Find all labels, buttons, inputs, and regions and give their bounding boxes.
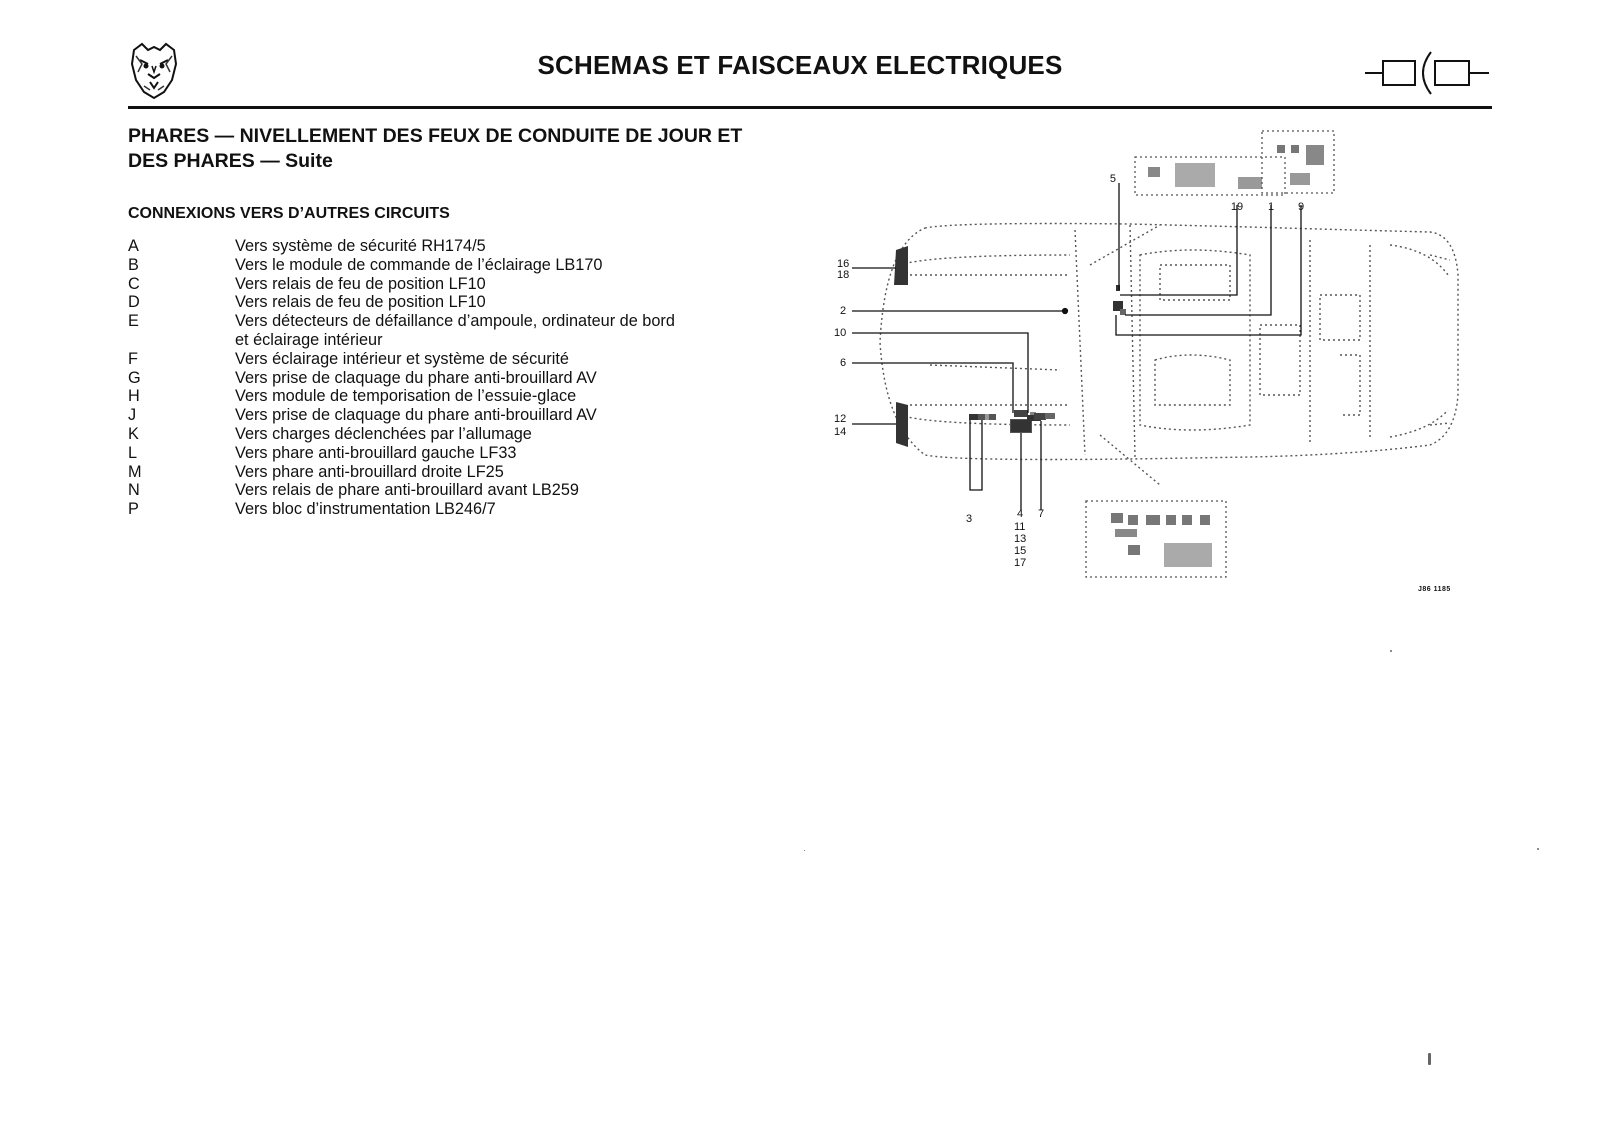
circuit-row: A Vers système de sécurité RH174/5 <box>128 237 768 256</box>
callout-9: 9 <box>1298 201 1304 213</box>
circuit-letter: B <box>128 255 139 274</box>
callout-4: 4 <box>1017 508 1023 520</box>
callout-6: 6 <box>840 357 846 369</box>
circuit-description: Vers système de sécurité RH174/5 <box>235 237 486 255</box>
circuit-letter: H <box>128 387 140 406</box>
callout-18: 18 <box>837 269 849 281</box>
circuit-letter: J <box>128 406 137 425</box>
circuit-row: G Vers prise de claquage du phare anti-br… <box>128 369 768 388</box>
circuit-row: M Vers phare anti-brouillard droite LF25 <box>128 463 768 482</box>
callout-13: 13 <box>1014 533 1026 545</box>
jaguar-head-logo <box>130 42 178 100</box>
circuit-description: Vers module de temporisation de l’essuie… <box>235 387 577 406</box>
circuit-letter: L <box>128 443 138 462</box>
callout-16: 16 <box>837 258 849 270</box>
section-title-line-2: DES PHARES — Suite <box>128 150 333 172</box>
circuit-description: Vers éclairage intérieur et système de s… <box>235 349 569 368</box>
circuit-letter: N <box>128 481 140 500</box>
circuit-description: Vers phare anti-brouillard gauche LF33 <box>235 443 517 462</box>
section-title-line-1: PHARES — NIVELLEMENT DES FEUX DE CONDUIT… <box>128 125 743 147</box>
header-divider <box>128 106 1492 109</box>
callout-5: 5 <box>1110 173 1116 185</box>
circuit-row: C Vers relais de feu de position LF10 <box>128 275 768 294</box>
fuse-box-top <box>1134 130 1335 196</box>
figure-reference: J86 1185 <box>1418 586 1451 593</box>
callout-15: 15 <box>1014 545 1026 557</box>
callout-1: 1 <box>1268 201 1274 213</box>
circuit-row: H Vers module de temporisation de l’essui… <box>128 387 768 406</box>
callout-3: 3 <box>966 513 972 525</box>
section-title: PHARES — NIVELLEMENT DES FEUX DE CONDUIT… <box>128 124 808 174</box>
circuit-description: Vers détecteurs de défaillance d’ampoule… <box>235 312 675 349</box>
callout-11: 11 <box>1014 521 1025 533</box>
circuit-row: F Vers éclairage intérieur et système de … <box>128 350 768 369</box>
callout-12: 12 <box>834 413 846 425</box>
circuit-row: L Vers phare anti-brouillard gauche LF33 <box>128 444 768 463</box>
circuit-row: B Vers le module de commande de l’éclaira… <box>128 256 768 275</box>
circuit-letter: F <box>128 349 138 368</box>
callout-7: 7 <box>1038 508 1044 520</box>
circuit-row: J Vers prise de claquage du phare anti-br… <box>128 406 768 425</box>
circuit-letter: A <box>128 237 139 255</box>
circuit-letter: P <box>128 500 139 519</box>
circuit-description: Vers bloc d’instrumentation LB246/7 <box>235 500 496 519</box>
circuit-row: K Vers charges déclenchées par l’allumage <box>128 425 768 444</box>
left-headlamp <box>894 246 908 285</box>
fuse-box-bottom <box>1085 500 1227 578</box>
page-header-title: SCHEMAS ET FAISCEAUX ELECTRIQUES <box>537 50 1063 80</box>
circuit-description: Vers prise de claquage du phare anti-bro… <box>235 406 597 425</box>
circuit-row: P Vers bloc d’instrumentation LB246/7 <box>128 500 768 519</box>
leader-lines <box>852 183 1302 510</box>
callout-17: 17 <box>1014 557 1026 569</box>
scan-speck <box>1428 1053 1431 1065</box>
scan-speck <box>1390 650 1392 652</box>
circuit-description: Vers prise de claquage du phare anti-bro… <box>235 368 597 387</box>
circuit-description: Vers relais de phare anti-brouillard ava… <box>235 481 579 500</box>
vehicle-harness-diagram: 5 19 1 9 16 18 2 10 6 12 14 3 4 7 11 13 … <box>834 130 1459 578</box>
circuit-letter: K <box>128 424 139 443</box>
circuit-description: Vers relais de feu de position LF10 <box>235 274 486 293</box>
circuit-letter: M <box>128 462 142 481</box>
circuit-description: Vers phare anti-brouillard droite LF25 <box>235 462 504 481</box>
callout-19: 19 <box>1231 201 1243 213</box>
scan-speck <box>804 850 805 851</box>
circuit-letter: C <box>128 274 140 293</box>
callout-14: 14 <box>834 426 846 438</box>
circuit-description: Vers charges déclenchées par l’allumage <box>235 424 532 443</box>
callout-10: 10 <box>834 327 846 339</box>
circuit-letter: G <box>128 368 141 387</box>
circuit-letter: E <box>128 312 139 331</box>
circuit-row: E Vers détecteurs de défaillance d’ampoul… <box>128 312 768 350</box>
scan-speck <box>1537 848 1539 850</box>
right-headlamp <box>896 402 908 447</box>
circuit-row: D Vers relais de feu de position LF10 <box>128 293 768 312</box>
connections-heading: CONNEXIONS VERS D’AUTRES CIRCUITS <box>128 205 450 222</box>
connector-plug-icon <box>1365 51 1489 95</box>
car-outline <box>879 222 1459 486</box>
callout-2: 2 <box>840 305 846 317</box>
circuit-row: N Vers relais de phare anti-brouillard av… <box>128 481 768 500</box>
circuit-letter: D <box>128 293 140 312</box>
circuit-description: Vers le module de commande de l’éclairag… <box>235 255 603 274</box>
circuit-description: Vers relais de feu de position LF10 <box>235 293 486 312</box>
